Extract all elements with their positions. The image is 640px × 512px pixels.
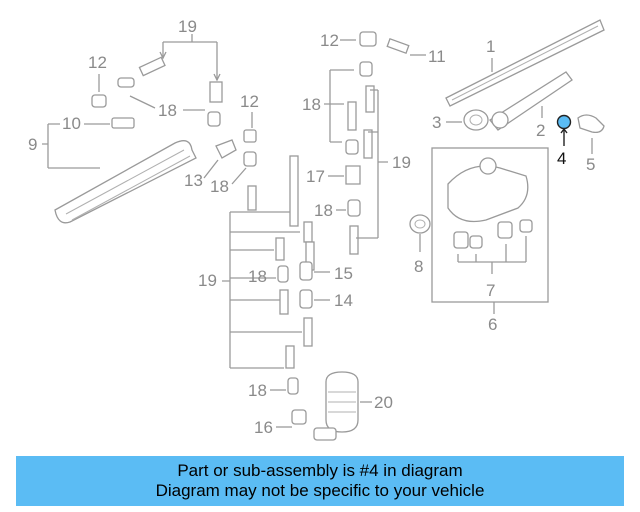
cover-5: 5 xyxy=(577,114,605,174)
callout-2: 2 xyxy=(536,121,545,140)
group-19-lower-left: 19 18 xyxy=(198,211,302,369)
callout-1: 1 xyxy=(486,37,495,56)
callout-12-mid: 12 xyxy=(240,92,259,111)
nut-4-highlighted: 4 xyxy=(556,114,572,168)
banner-line-part: Part or sub-assembly is #4 in diagram xyxy=(177,461,463,480)
callout-19-top: 19 xyxy=(178,17,197,36)
callout-20: 20 xyxy=(374,393,393,412)
callout-11: 11 xyxy=(428,47,446,66)
callout-19-left: 19 xyxy=(198,271,217,290)
callout-7: 7 xyxy=(486,281,495,300)
callout-18-pump: 18 xyxy=(248,381,267,400)
callout-16: 16 xyxy=(254,418,273,437)
callout-13: 13 xyxy=(184,171,203,190)
washer-nozzle-rail xyxy=(54,140,197,224)
callout-15: 15 xyxy=(334,264,353,283)
callout-12-top: 12 xyxy=(320,31,339,50)
callout-8: 8 xyxy=(414,257,423,276)
highlighted-part-4 xyxy=(556,114,572,130)
cap-3: 3 xyxy=(432,109,489,132)
callout-10: 10 xyxy=(62,114,81,133)
parts-diagram: 19 12 18 9 10 12 13 18 xyxy=(28,17,605,441)
hose-connector-12-mid: 12 13 18 xyxy=(184,92,259,196)
washer-8: 8 xyxy=(409,214,431,276)
hose-fittings-left: 18 xyxy=(117,56,223,127)
callout-9: 9 xyxy=(28,135,37,154)
callout-18-lower: 18 xyxy=(248,267,267,286)
callout-4: 4 xyxy=(557,149,566,168)
fittings-12-11-top: 12 11 xyxy=(320,31,446,66)
callout-19-right: 19 xyxy=(392,153,411,172)
callout-14: 14 xyxy=(334,291,353,310)
banner-line-disclaimer: Diagram may not be specific to your vehi… xyxy=(155,481,485,500)
hose-group-right-center: 18 17 18 19 xyxy=(302,61,411,255)
callout-18-mid: 18 xyxy=(210,177,229,196)
hose-connector-12: 12 xyxy=(88,53,107,108)
pump-20: 18 16 20 xyxy=(248,371,393,441)
group-19-top-left: 19 xyxy=(159,17,221,82)
callout-18-right-low: 18 xyxy=(314,201,333,220)
fittings-15-14: 15 14 xyxy=(299,261,353,310)
wiper-motor-box: 7 6 xyxy=(431,147,549,334)
wiper-blade-1: 1 xyxy=(445,19,605,107)
callout-12-left: 12 xyxy=(88,53,107,72)
callout-group-9-10: 9 10 xyxy=(28,114,135,169)
callout-17: 17 xyxy=(306,167,325,186)
callout-18-right: 18 xyxy=(302,95,321,114)
wiper-arm-2: 2 xyxy=(489,71,573,140)
hose-bundle-center xyxy=(247,155,315,395)
callout-5: 5 xyxy=(586,155,595,174)
callout-18-left: 18 xyxy=(158,101,177,120)
callout-3: 3 xyxy=(432,113,441,132)
part-info-banner: Part or sub-assembly is #4 in diagram Di… xyxy=(16,456,624,506)
callout-6: 6 xyxy=(488,315,497,334)
